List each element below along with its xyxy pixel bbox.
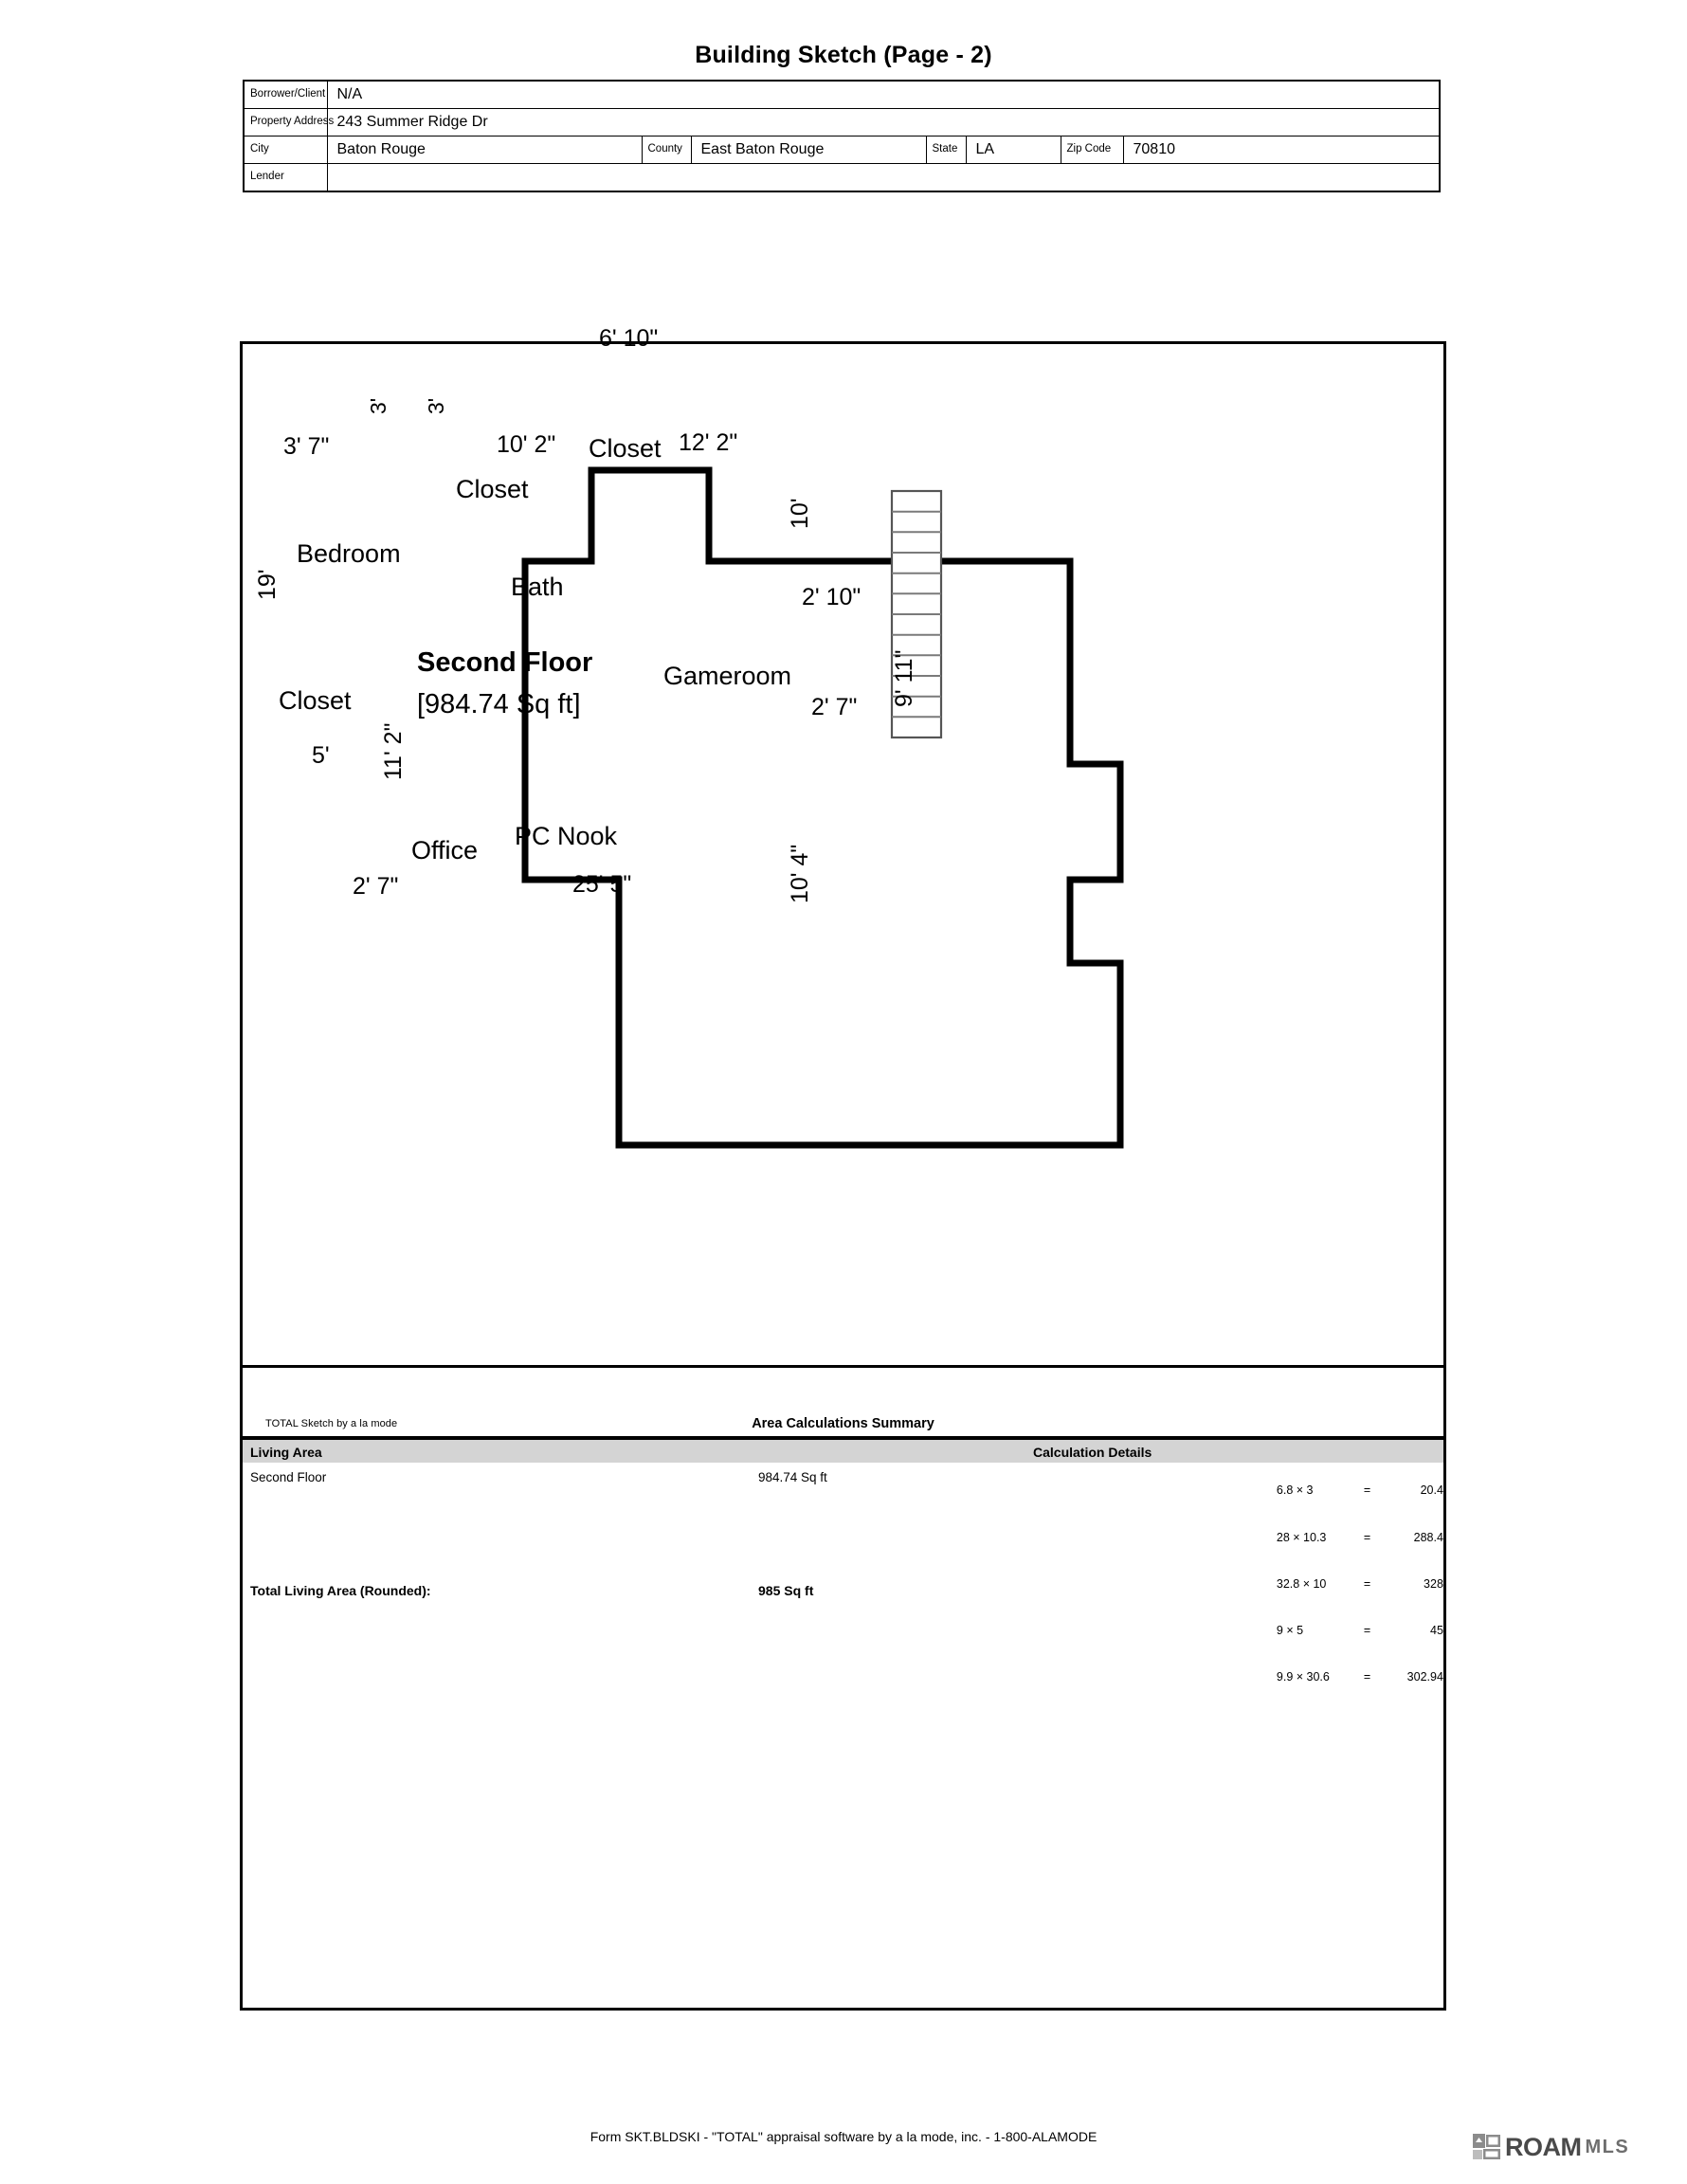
- property-info-table: Borrower/Client N/A Property Address 243…: [243, 80, 1441, 192]
- calc-detail-row: 6.8 × 3 = 20.4: [1263, 1467, 1443, 1514]
- label-lender: Lender: [243, 163, 328, 192]
- label-county: County: [641, 136, 692, 164]
- dimension-bottom-run: 25' 5": [572, 871, 632, 898]
- calc-result: 45: [1430, 1624, 1443, 1638]
- dimension-top-run-left: 10' 2": [497, 431, 556, 458]
- calc-result: 328: [1424, 1576, 1443, 1591]
- floor-area-label: [984.74 Sq ft]: [417, 689, 581, 719]
- section-divider: [243, 1436, 1443, 1440]
- value-city: Baton Rouge: [326, 136, 643, 164]
- table-row-city: City Baton Rouge County East Baton Rouge…: [243, 136, 1441, 164]
- calc-result: 288.4: [1413, 1530, 1443, 1544]
- room-label-closet-top-right: Closet: [589, 434, 662, 463]
- floor-plan-canvas: 6' 10" 3' 3' 3' 7" 10' 2" 12' 2" 19' 10'…: [243, 327, 1449, 1371]
- room-label-bedroom: Bedroom: [297, 539, 401, 568]
- calc-eq: =: [1363, 1530, 1371, 1544]
- dimension-left-lower-run: 5': [312, 742, 330, 769]
- calc-row-name-second-floor: Second Floor: [250, 1470, 327, 1484]
- table-row-property-address: Property Address 243 Summer Ridge Dr: [243, 108, 1441, 136]
- dimension-top-run-right: 12' 2": [679, 429, 738, 456]
- building-sketch-frame: 6' 10" 3' 3' 3' 7" 10' 2" 12' 2" 19' 10'…: [240, 327, 1449, 1371]
- calc-detail-row: 28 × 10.3 = 288.4: [1263, 1514, 1443, 1560]
- label-zip-code: Zip Code: [1060, 136, 1124, 164]
- value-state: LA: [965, 136, 1061, 164]
- room-label-office: Office: [411, 836, 479, 864]
- table-row-lender: Lender: [243, 163, 1441, 192]
- calc-result: 20.4: [1420, 1483, 1443, 1498]
- calc-eq: =: [1363, 1670, 1371, 1684]
- calc-detail-row: 9.9 × 30.6 = 302.94: [1263, 1654, 1443, 1701]
- calc-header-band: [243, 1440, 1443, 1463]
- sketch-credit-note: TOTAL Sketch by a la mode: [265, 1418, 398, 1429]
- staircase-icon: [890, 489, 943, 739]
- total-living-area-label: Total Living Area (Rounded):: [250, 1583, 431, 1598]
- dimension-bump-right-height: 3': [424, 397, 448, 414]
- floor-plan-outline: [521, 466, 1124, 1149]
- column-header-calculation-details: Calculation Details: [1033, 1445, 1152, 1460]
- page-title: Building Sketch (Page - 2): [695, 42, 992, 68]
- calc-expr: 9.9 × 30.6: [1276, 1670, 1330, 1684]
- dimension-top-bump-width: 6' 10": [599, 325, 659, 352]
- dimension-right-notch-top: 2' 10": [802, 584, 862, 610]
- room-label-bath: Bath: [511, 573, 564, 601]
- room-label-closet-upper: Closet: [456, 475, 529, 503]
- calc-eq: =: [1363, 1576, 1371, 1591]
- house-logo-icon: [1473, 2134, 1500, 2159]
- calculation-details-list: 6.8 × 3=20.4 28 × 10.3=288.4 32.8 × 10=3…: [1263, 1467, 1443, 1701]
- column-header-living-area: Living Area: [250, 1445, 322, 1460]
- roam-wordmark: ROAM: [1505, 2132, 1582, 2161]
- value-zip-code: 70810: [1122, 136, 1441, 164]
- footer-form-text: Form SKT.BLDSKI - "TOTAL" appraisal soft…: [590, 2129, 1097, 2144]
- label-property-address: Property Address: [243, 108, 334, 136]
- label-state: State: [925, 136, 967, 164]
- value-lender: [326, 163, 1441, 192]
- value-property-address: 243 Summer Ridge Dr: [326, 108, 1441, 136]
- floor-name-label: Second Floor: [417, 647, 593, 678]
- room-label-pc-nook: PC Nook: [515, 822, 618, 850]
- room-label-closet-lower-left: Closet: [279, 686, 352, 715]
- table-row-borrower: Borrower/Client N/A: [243, 80, 1441, 109]
- label-borrower-client: Borrower/Client: [243, 80, 328, 109]
- area-calculations-frame: [240, 1368, 1446, 2011]
- calc-detail-row: 32.8 × 10 = 328: [1263, 1560, 1443, 1607]
- area-calculations-title: Area Calculations Summary: [752, 1416, 934, 1431]
- total-living-area-value: 985 Sq ft: [758, 1583, 814, 1598]
- room-label-gameroom: Gameroom: [663, 662, 792, 690]
- dimension-bottom-left-run: 2' 7": [353, 873, 399, 900]
- calc-eq: =: [1363, 1624, 1371, 1638]
- calc-row-area-second-floor: 984.74 Sq ft: [758, 1470, 827, 1484]
- dimension-right-notch-height: 9' 11": [891, 649, 917, 707]
- calc-expr: 6.8 × 3: [1276, 1483, 1314, 1498]
- label-city: City: [243, 136, 328, 164]
- dimension-upper-left-run: 3' 7": [283, 433, 330, 460]
- dimension-right-notch-bottom: 2' 7": [811, 694, 858, 720]
- calc-eq: =: [1363, 1483, 1371, 1498]
- roam-mls-logo: ROAM MLS: [1473, 2130, 1629, 2164]
- value-county: East Baton Rouge: [690, 136, 927, 164]
- dimension-bump-left-height: 3': [366, 397, 390, 414]
- dimension-left-height: 19': [254, 569, 281, 600]
- calc-expr: 9 × 5: [1276, 1624, 1304, 1638]
- value-borrower-client: N/A: [326, 80, 1441, 109]
- calc-expr: 28 × 10.3: [1276, 1530, 1327, 1544]
- calc-detail-row: 9 × 5 = 45: [1263, 1608, 1443, 1654]
- dimension-left-lower-height: 11' 2": [380, 722, 407, 780]
- calc-expr: 32.8 × 10: [1276, 1576, 1327, 1591]
- dimension-right-upper-height: 10': [787, 498, 813, 529]
- mls-wordmark: MLS: [1585, 2137, 1630, 2157]
- calc-result: 302.94: [1406, 1670, 1443, 1684]
- floor-outline-path: [521, 466, 1124, 1149]
- dimension-right-lower-height: 10' 4": [787, 844, 813, 903]
